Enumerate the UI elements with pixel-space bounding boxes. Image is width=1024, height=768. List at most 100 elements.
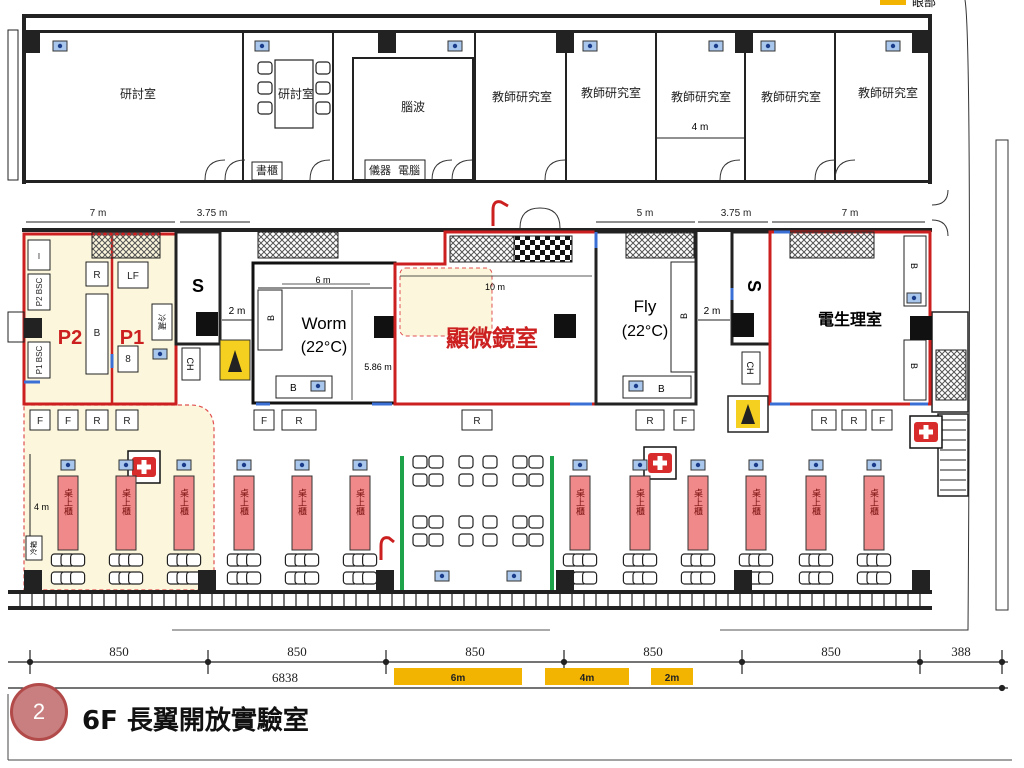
- room-microscope: 顯微鏡室: [446, 325, 538, 352]
- label-ch-left: CH: [185, 358, 195, 371]
- power-socket-icon: [60, 459, 76, 471]
- svg-text:R: R: [93, 270, 100, 281]
- power-socket-icon: [236, 459, 252, 471]
- label-instrument: 儀器: [369, 163, 391, 177]
- page-number-badge: 2: [10, 683, 68, 741]
- svg-text:冷藏: 冷藏: [157, 314, 167, 330]
- room-fly: Fly: [634, 297, 657, 316]
- svg-text:F: F: [879, 416, 885, 427]
- legend-2m-bar: [651, 668, 693, 685]
- power-socket-icon: [690, 459, 706, 471]
- benchtop-label: 桌上櫃: [179, 487, 189, 516]
- svg-text:B: B: [94, 328, 101, 339]
- chair: [458, 533, 474, 547]
- chair: [304, 571, 320, 585]
- label-p1bsc: P1 BSC: [35, 346, 44, 375]
- room-worm: Worm: [301, 314, 346, 333]
- chair: [482, 533, 498, 547]
- room-electrophys: 電生理室: [818, 310, 882, 329]
- chair: [512, 473, 528, 487]
- label-computer: 電腦: [398, 163, 420, 177]
- svg-text:F: F: [65, 416, 71, 427]
- first-aid-icon: [643, 446, 677, 480]
- benchtop-cabinet: [233, 475, 255, 551]
- chair: [641, 553, 658, 567]
- benchtop-label: 桌上櫃: [121, 487, 131, 516]
- chair: [482, 473, 498, 487]
- power-socket-icon: [632, 459, 648, 471]
- svg-text:CH: CH: [745, 362, 755, 375]
- chair: [362, 553, 378, 567]
- chair: [362, 571, 378, 585]
- svg-text:R: R: [473, 416, 480, 427]
- scale-850-1: 850: [109, 644, 129, 659]
- dim-375-left: 3.75 m: [197, 208, 228, 219]
- svg-text:B: B: [266, 315, 276, 321]
- chair: [428, 533, 444, 547]
- bottom-wall: [8, 590, 932, 594]
- power-socket-icon: [572, 459, 588, 471]
- label-lf: LF: [127, 271, 139, 282]
- scale-850-2: 850: [287, 644, 307, 659]
- benchtop-cabinet: [745, 475, 767, 551]
- chair: [69, 553, 86, 567]
- top-wall: [22, 14, 932, 18]
- chair: [428, 473, 444, 487]
- svg-text:F: F: [37, 416, 43, 427]
- fr-boxes: F F R R F R R R F R R F: [29, 409, 893, 431]
- benchtop-label: 桌上櫃: [751, 487, 761, 516]
- room-brainwave: 腦波: [401, 99, 425, 114]
- top-right-label: 眼部: [912, 0, 936, 9]
- benchtop-cabinet: [805, 475, 827, 551]
- benchtop-label: 桌上櫃: [693, 487, 703, 516]
- top-legend-bar: [880, 0, 906, 5]
- benchtop-label: 桌上櫃: [355, 487, 365, 516]
- room-seminar-2: 研討室: [278, 86, 314, 101]
- hatched-hoods: [91, 231, 875, 263]
- scale-850-3: 850: [465, 644, 485, 659]
- benchtop-label: 桌上櫃: [63, 487, 73, 516]
- chair: [699, 571, 716, 585]
- label-p2bsc: P2 BSC: [35, 278, 44, 307]
- outer-boundary: [920, 0, 970, 631]
- chair: [428, 515, 444, 529]
- scale-388: 388: [951, 644, 971, 659]
- chair: [304, 553, 320, 567]
- svg-text:冷箱: 冷箱: [29, 541, 38, 555]
- chair: [757, 571, 774, 585]
- dim-375-right: 3.75 m: [721, 208, 752, 219]
- benchtop-cabinet: [173, 475, 195, 551]
- chair: [412, 455, 428, 469]
- dim-7m-right: 7 m: [842, 208, 859, 219]
- page-title: 6F 長翼開放實驗室: [82, 706, 309, 736]
- benchtop-cabinet: [687, 475, 709, 551]
- svg-text:R: R: [123, 416, 130, 427]
- benchtop-cabinet: [863, 475, 885, 551]
- benchtop-cabinet: [115, 475, 137, 551]
- chair: [528, 473, 544, 487]
- benchtop-cabinet: [291, 475, 313, 551]
- benchtop-label: 桌上櫃: [869, 487, 879, 516]
- room-s-right: S: [744, 280, 764, 292]
- page-number: 2: [32, 699, 46, 724]
- benchtop-cabinet: [569, 475, 591, 551]
- legend-6m-bar: [394, 668, 522, 685]
- legend-2m: 2m: [665, 673, 680, 684]
- dim-4m-top: 4 m: [692, 122, 709, 133]
- scale-850-5: 850: [821, 644, 841, 659]
- benchtop-cabinet: [57, 475, 79, 551]
- svg-text:R: R: [93, 416, 100, 427]
- chair: [412, 533, 428, 547]
- dim-2m-right: 2 m: [704, 306, 721, 317]
- chair: [528, 455, 544, 469]
- chair: [246, 571, 262, 585]
- svg-text:R: R: [820, 416, 827, 427]
- scale-total: 6838: [272, 670, 298, 685]
- power-socket-icon: [294, 459, 310, 471]
- svg-text:F: F: [261, 416, 267, 427]
- chair: [69, 571, 86, 585]
- dim-4m-side: 4 m: [34, 502, 49, 512]
- chair: [128, 553, 144, 567]
- svg-text:F: F: [681, 416, 687, 427]
